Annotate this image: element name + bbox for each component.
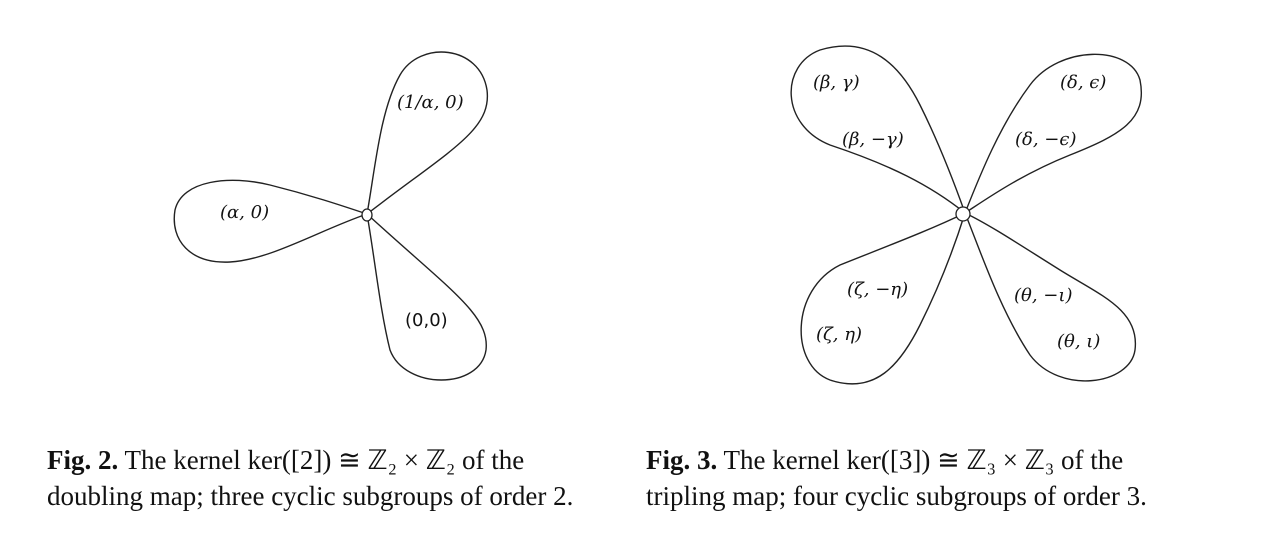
label-zeta-neg-eta: (ζ, −η): [847, 279, 908, 300]
label-zero: (0,0): [405, 310, 448, 331]
label-inv-alpha: (1/α, 0): [397, 92, 464, 113]
origin-point: [955, 206, 971, 222]
petal-lower-right: [963, 211, 1137, 382]
caption-label: Fig. 3.: [646, 445, 718, 475]
figure-2-diagram: (1/α, 0) (α, 0) (0,0): [173, 51, 489, 381]
figure-3-caption: Fig. 3. The kernel ker([3]) ≅ ℤ₃ × ℤ₃ of…: [646, 442, 1206, 514]
figure-2-caption: Fig. 2. The kernel ker([2]) ≅ ℤ₂ × ℤ₂ of…: [47, 442, 607, 514]
origin-point: [361, 208, 373, 222]
caption-label: Fig. 2.: [47, 445, 119, 475]
petal-upper-left: [790, 45, 967, 216]
petal-upper-right: [963, 53, 1142, 215]
label-theta-neg-iota: (θ, −ι): [1014, 285, 1072, 306]
label-delta-neg-eps: (δ, −ϵ): [1015, 129, 1077, 150]
label-alpha: (α, 0): [220, 202, 269, 223]
label-beta-neg-gamma: (β, −γ): [842, 129, 904, 150]
label-zeta-eta: (ζ, η): [816, 324, 862, 345]
petal-lower: [365, 212, 487, 381]
label-beta-gamma: (β, γ): [813, 72, 860, 93]
caption-text: The kernel ker([2]) ≅ ℤ₂ × ℤ₂ of the dou…: [47, 445, 574, 511]
figure-3-diagram: (β, γ) (β, −γ) (δ, ϵ) (δ, −ϵ) (ζ, −η) (ζ…: [790, 45, 1142, 385]
petal-left: [173, 179, 370, 263]
petal-upper: [365, 51, 489, 216]
label-theta-iota: (θ, ι): [1057, 331, 1100, 352]
petal-lower-left: [800, 211, 967, 385]
label-delta-eps: (δ, ϵ): [1060, 72, 1106, 93]
caption-text: The kernel ker([3]) ≅ ℤ₃ × ℤ₃ of the tri…: [646, 445, 1147, 511]
